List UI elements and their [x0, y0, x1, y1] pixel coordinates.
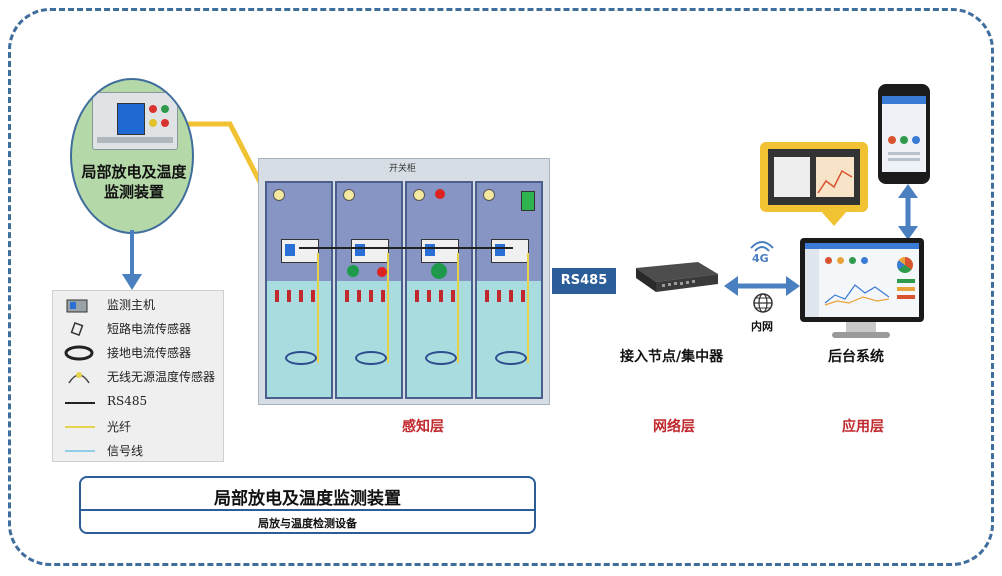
fiber-line-icon — [65, 426, 95, 428]
switchgear-panel — [475, 181, 543, 399]
down-arrow-icon — [122, 230, 142, 290]
device-circle: 局部放电及温度监测装置 — [70, 78, 194, 234]
4g-signal-icon — [750, 241, 774, 252]
monitor-stand-base — [832, 332, 890, 338]
switchgear-title: 开关柜 — [389, 164, 417, 174]
4g-label: 4G — [752, 252, 769, 265]
legend-item: RS485 — [59, 393, 221, 413]
application-layer-label: 应用层 — [842, 419, 884, 435]
legend: 监测主机 短路电流传感器 接地电流传感器 无线无源温度传感器 RS485 光纤 … — [52, 290, 224, 462]
switchgear-panel — [405, 181, 473, 399]
legend-item: 短路电流传感器 — [59, 319, 221, 339]
device-screen — [117, 103, 145, 135]
callout-tail — [820, 210, 848, 226]
signal-line-icon — [65, 450, 95, 452]
switchgear-panel — [335, 181, 403, 399]
legend-item: 光纤 — [59, 417, 221, 437]
concentrator-device-icon — [636, 262, 718, 292]
wireless-temperature-sensor-icon — [68, 372, 90, 384]
device-circle-label: 局部放电及温度监测装置 — [81, 163, 187, 201]
globe-icon — [753, 293, 773, 313]
concentrator-label: 接入节点/集中器 — [620, 349, 724, 365]
mobile-phone — [878, 84, 930, 184]
monitor-stand — [846, 322, 876, 334]
diagram-frame — [8, 8, 994, 566]
rs485-label: RS485 — [552, 268, 616, 294]
bidirectional-arrow-icon — [724, 276, 800, 296]
legend-item: 监测主机 — [59, 295, 221, 315]
perception-layer-label: 感知层 — [402, 419, 444, 435]
callout-screen — [768, 149, 860, 205]
monitor-screen — [805, 243, 919, 317]
short-circuit-sensor-icon — [70, 321, 84, 337]
vertical-bidirectional-arrow-icon — [898, 184, 918, 240]
monitor-host-icon — [66, 299, 88, 313]
legend-item: 接地电流传感器 — [59, 343, 221, 363]
switchgear-cabinet: 开关柜 — [258, 158, 550, 405]
fiber-connector-line — [183, 121, 265, 189]
dashboard-callout — [760, 142, 868, 212]
backend-label: 后台系统 — [828, 349, 884, 365]
monitoring-device-image — [92, 92, 178, 150]
legend-item: 无线无源温度传感器 — [59, 367, 221, 387]
phone-screen — [882, 96, 926, 172]
rs485-line-icon — [65, 402, 95, 404]
network-layer-label: 网络层 — [653, 419, 695, 435]
backend-monitor — [800, 238, 924, 322]
title-main: 局部放电及温度监测装置 — [214, 489, 401, 509]
switchgear-panel — [265, 181, 333, 399]
title-box: 局部放电及温度监测装置 局放与温度检测设备 — [79, 476, 536, 534]
title-subtitle: 局放与温度检测设备 — [258, 517, 357, 530]
title-divider — [81, 509, 534, 511]
legend-item: 信号线 — [59, 441, 221, 461]
intranet-label: 内网 — [751, 320, 773, 333]
ground-current-sensor-icon — [64, 345, 94, 361]
